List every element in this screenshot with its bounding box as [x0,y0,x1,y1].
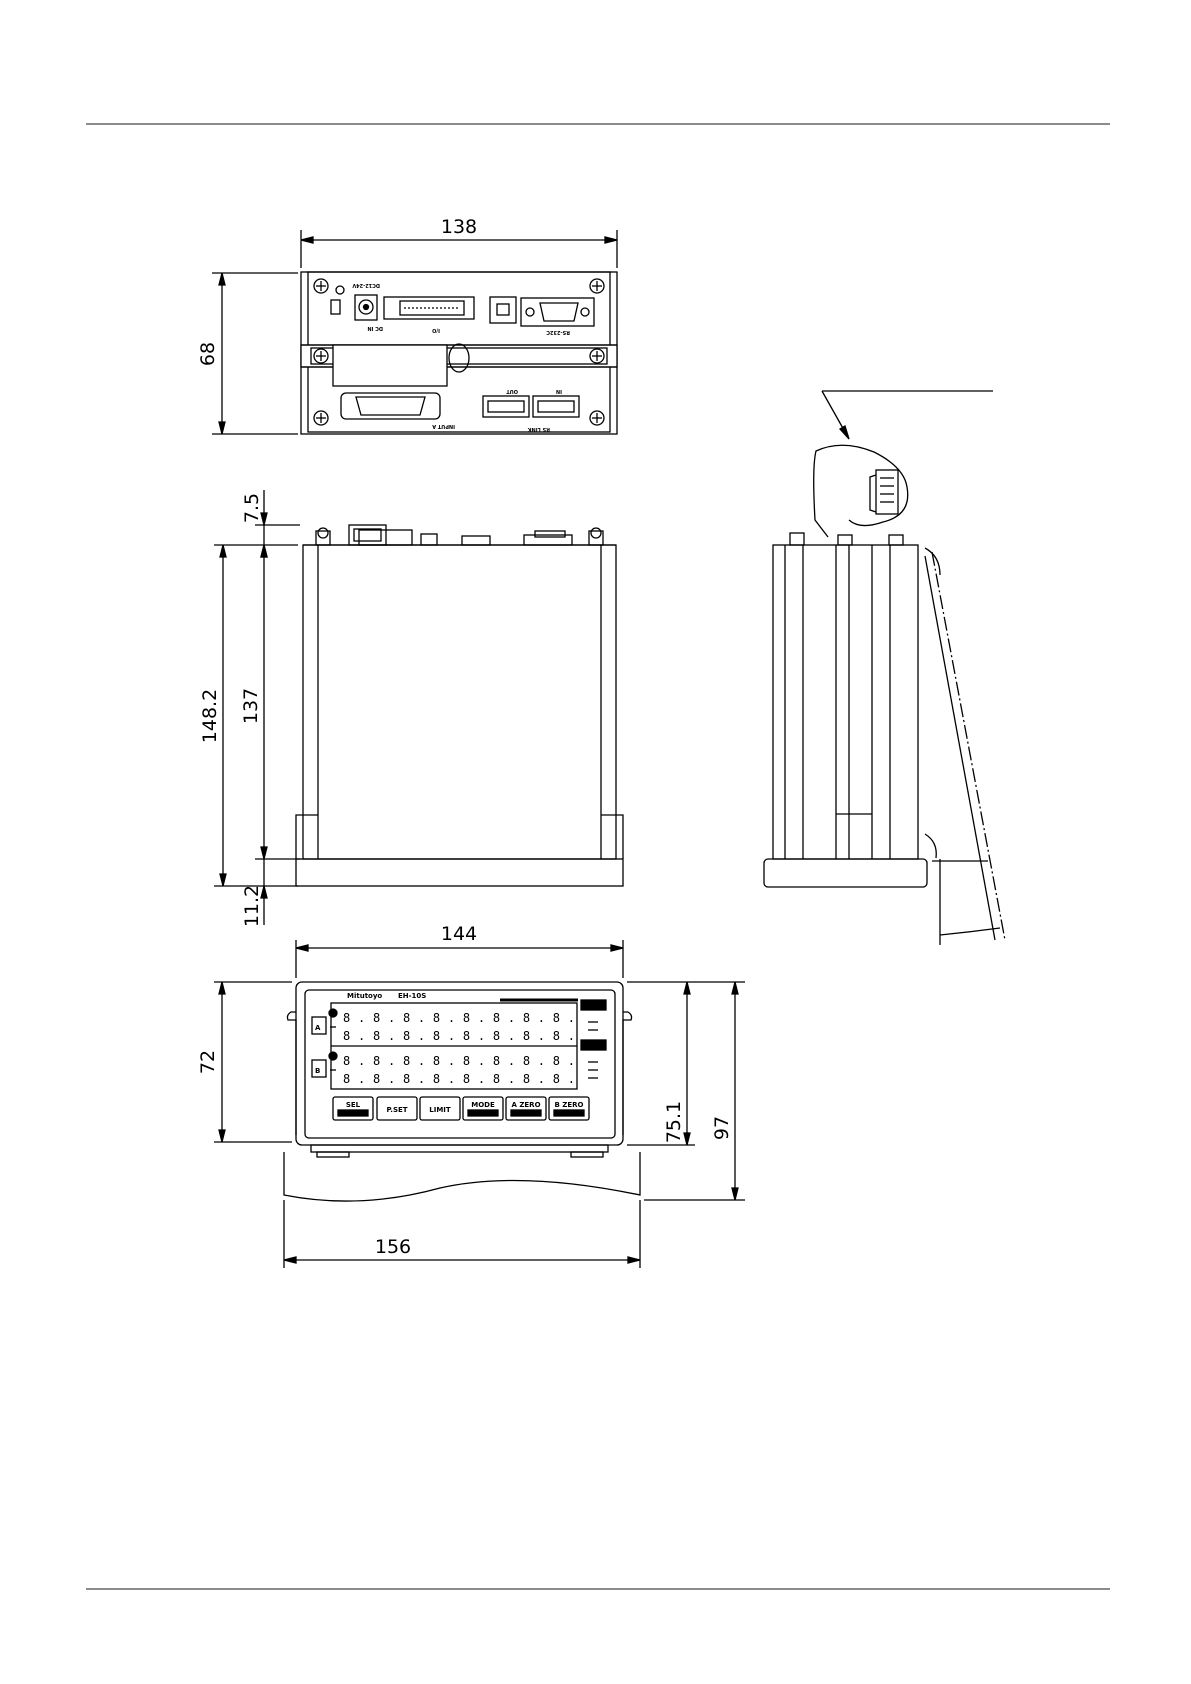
dim-top-offset: 7.5 [241,493,263,523]
dim-body-height: 137 [240,688,262,724]
key-mode: MODE [471,1101,495,1109]
front-channel-a: A [315,1024,321,1032]
top-view [296,525,623,886]
rear-label-dc-in: DC IN [367,325,383,331]
key-pset: P.SET [386,1106,407,1114]
rear-view: DC IN DC12-24V I/O RS-232C INPUT A RS LI… [301,272,617,434]
side-view [764,391,1005,945]
dim-front-total-height: 97 [711,1116,733,1140]
front-channel-b: B [315,1067,320,1075]
dim-front-width: 144 [441,923,477,945]
key-limit: LIMIT [429,1106,451,1114]
rear-label-power: DC12-24V [352,282,380,288]
key-a-zero: A ZERO [511,1101,540,1109]
display-a-row-1: 8.8.8.8.8.8.8.8. [343,1011,575,1025]
display-b-row-1: 8.8.8.8.8.8.8.8. [343,1054,575,1068]
dim-front-inner-height: 75.1 [663,1101,685,1143]
dim-front-height: 72 [197,1050,219,1074]
dim-rear-width: 138 [441,216,477,238]
front-brand: Mitutoyo [347,992,382,1000]
display-a-row-2: 8.8.8.8.8.8.8.8. [343,1029,575,1043]
dim-foot-width: 156 [375,1236,411,1258]
rear-label-io: I/O [432,327,440,333]
rear-label-rs232c: RS-232C [546,329,570,335]
front-model: EH-10S [398,992,426,1000]
rear-label-input-a: INPUT A [432,423,455,429]
dim-bottom-offset: 11.2 [241,885,263,927]
rear-label-in: IN [556,388,562,394]
dim-body-total-height: 148.2 [199,689,221,743]
rear-label-out: OUT [506,388,518,394]
key-sel: SEL [346,1101,361,1109]
dim-rear-height: 68 [197,342,219,366]
display-b-row-2: 8.8.8.8.8.8.8.8. [343,1072,575,1086]
rear-label-rs-link: RS LINK [527,426,550,432]
key-b-zero: B ZERO [555,1101,584,1109]
